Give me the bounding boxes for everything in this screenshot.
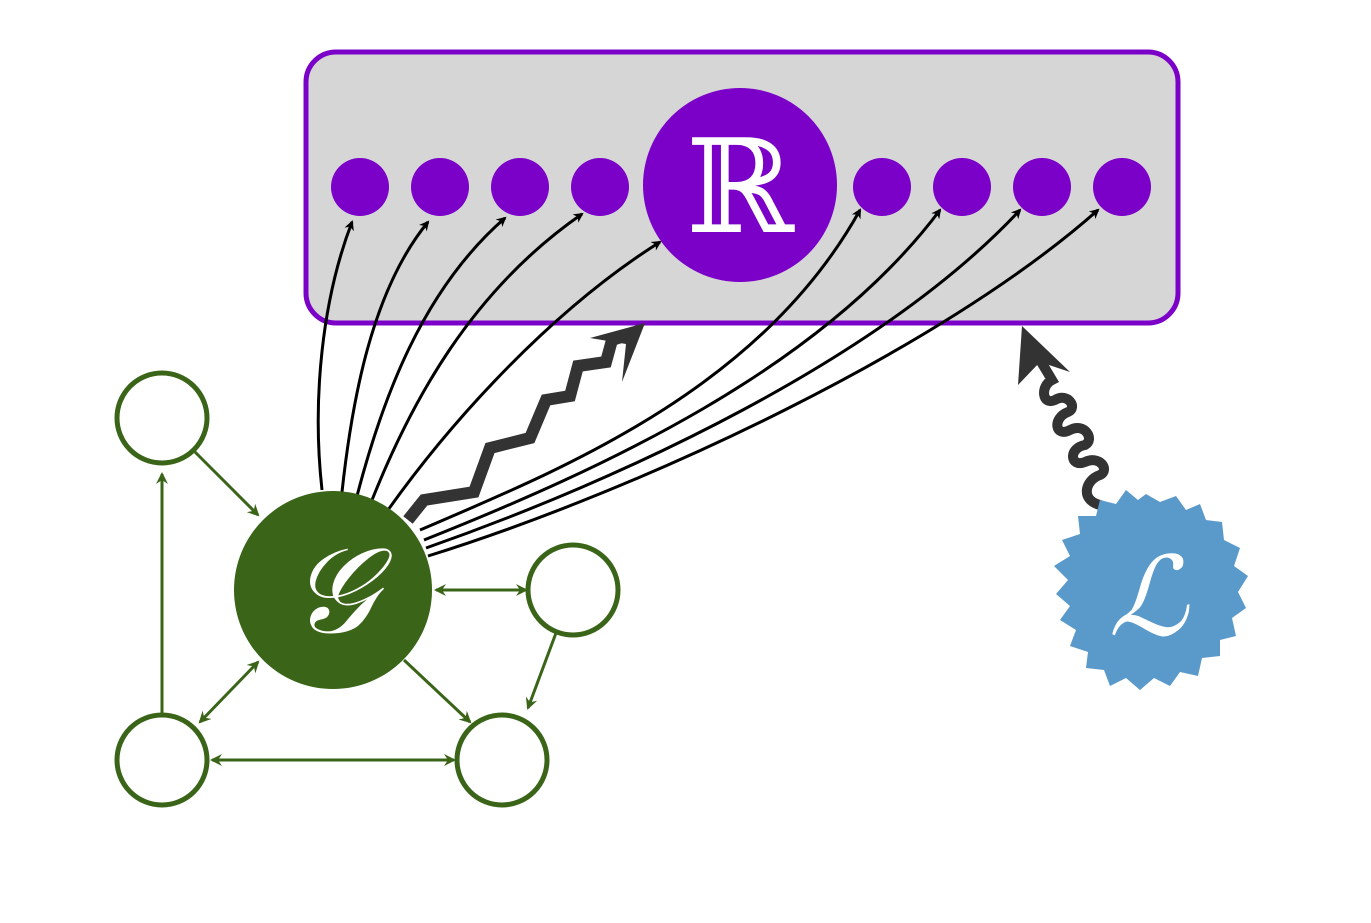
r-dot [853,158,911,216]
graph-node [454,712,550,808]
graph-edge [525,632,558,710]
mapping-arrow [316,220,354,491]
graph-edge [193,450,260,517]
mapping-arrows [316,208,1100,558]
zigzag-arrow [403,323,645,524]
r-dot [933,158,991,216]
r-node: ℝ [643,88,837,282]
r-dot [491,158,549,216]
mapping-arrow [427,208,1100,558]
r-dot [331,158,389,216]
r-dot [1093,158,1151,216]
mapping-arrow [419,208,862,532]
graph: 𝒢 [114,370,621,808]
graph-node [525,542,621,638]
r-node-label: ℝ [686,111,795,263]
mapping-arrow [386,240,662,511]
g-node: 𝒢 [234,491,432,689]
graph-node [114,370,210,466]
r-dot [411,158,469,216]
graph-node [114,712,210,808]
mapping-arrow [370,212,584,501]
l-node: ℒ [1054,490,1248,690]
r-dot [1013,158,1071,216]
graph-edge [402,658,472,724]
l-node-label: ℒ [1108,533,1190,661]
mapping-arrow [355,216,507,497]
spring-arrow [1018,326,1109,510]
mapping-arrow [340,220,430,493]
mapping-arrow [425,208,1022,550]
mapping-arrow [423,208,942,542]
graph-edge [198,660,260,724]
r-dot [571,158,629,216]
